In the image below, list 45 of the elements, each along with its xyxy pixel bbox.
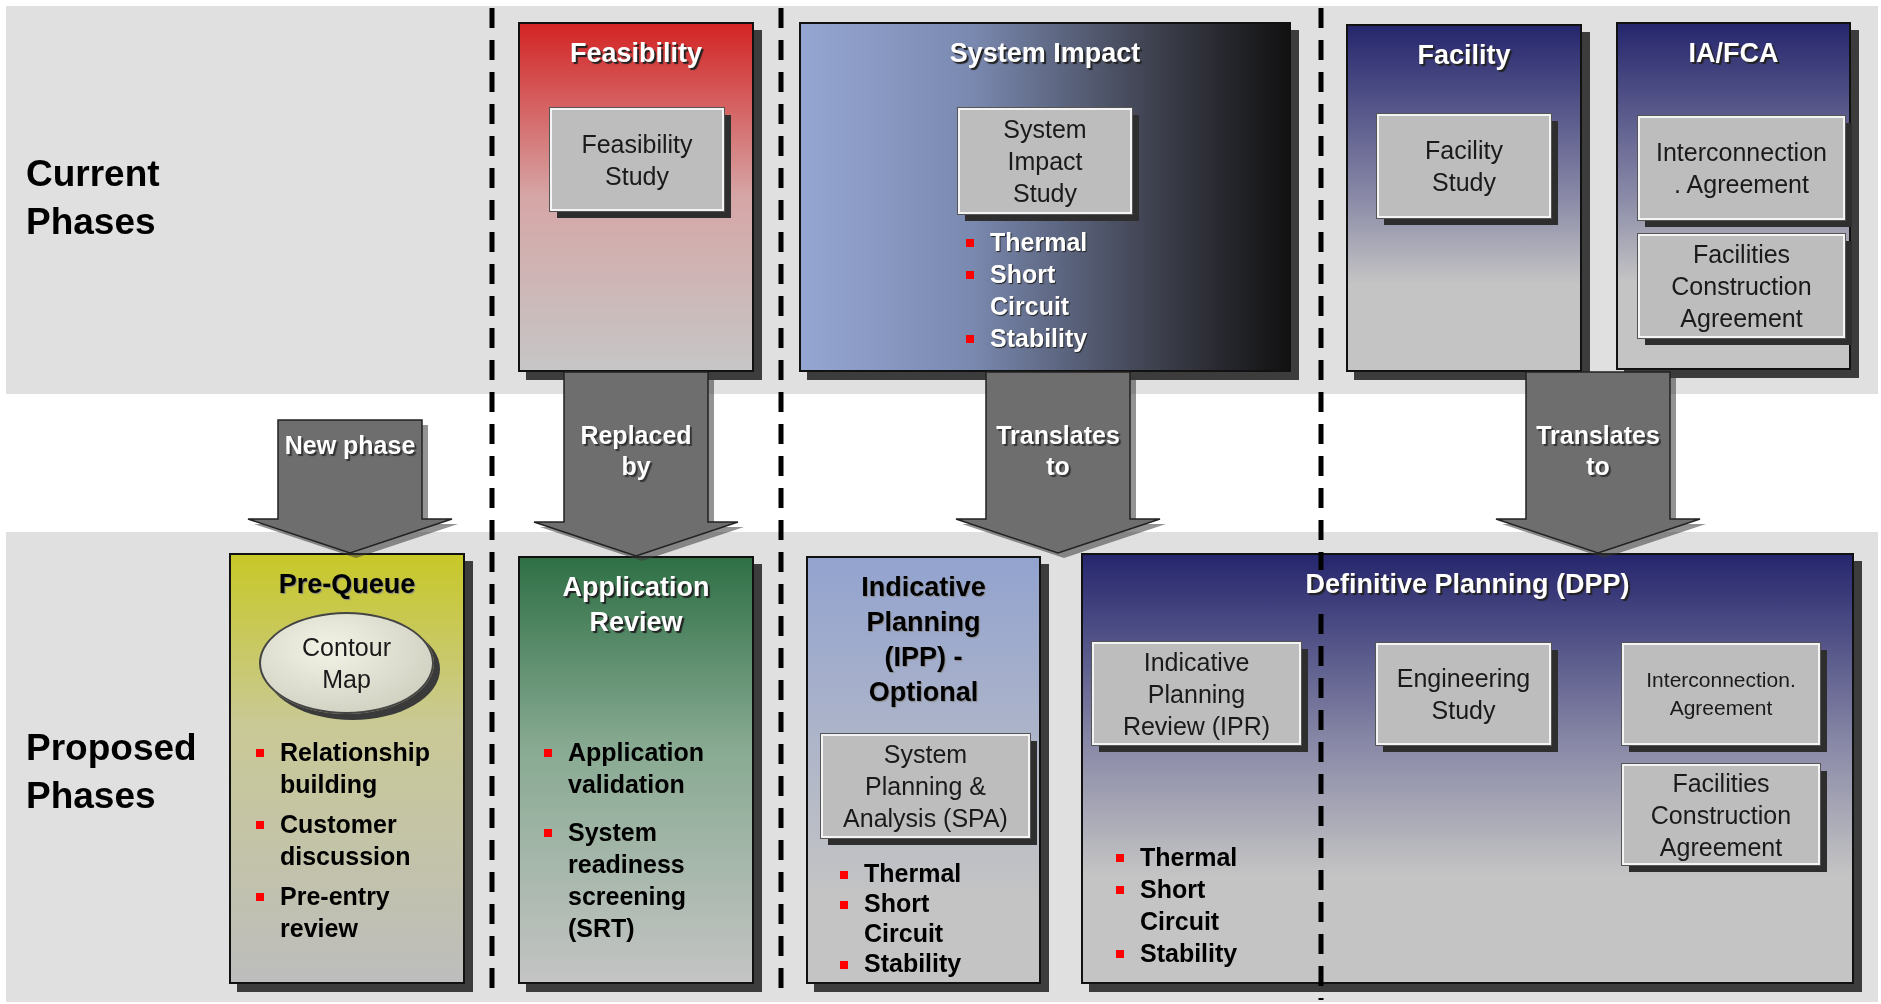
- box-text: Engineering Study: [1395, 663, 1532, 726]
- bullet-text: System readiness screening (SRT): [568, 817, 688, 944]
- box-text: Interconnection . Agreement: [1655, 137, 1828, 200]
- block-arrow: [955, 371, 1166, 558]
- box-text: Indicative Planning Review (IPR): [1121, 646, 1272, 742]
- panel-title: Feasibility: [568, 37, 703, 70]
- panel-title: Indicative Planning (IPP) - Optional: [860, 571, 987, 709]
- box-text: Interconnection. Agreement: [1645, 667, 1797, 721]
- bullet-text: Stability: [1140, 938, 1238, 969]
- phase-band: [6, 6, 1878, 394]
- block-arrow: [533, 371, 744, 561]
- box-text: Facility Study: [1424, 135, 1504, 198]
- phase-band: [6, 532, 1878, 1002]
- bullet-text: Relationship building: [280, 737, 431, 800]
- panel-title: IA/FCA: [1687, 37, 1780, 70]
- box-text: Feasibility Study: [580, 128, 694, 192]
- bullet-text: Thermal: [864, 858, 962, 888]
- box-text: System Planning & Analysis (SPA): [842, 739, 1009, 834]
- box-text: Contour Map: [301, 632, 392, 695]
- panel-title: Pre-Queue: [277, 568, 417, 601]
- edge-label: New phase: [283, 430, 417, 461]
- panel-title: Application Review: [561, 571, 711, 639]
- edge-label: Translates to: [995, 420, 1121, 482]
- bullet-text: Customer discussion: [280, 809, 412, 872]
- bullet-text: Short Circuit: [864, 888, 945, 948]
- box-text: Facilities Construction Agreement: [1649, 767, 1793, 863]
- panel-title: Facility: [1416, 39, 1512, 72]
- band-title: Current Phases: [26, 152, 161, 244]
- panel-title: Definitive Planning (DPP): [1304, 568, 1631, 601]
- band-title: Proposed Phases: [26, 726, 198, 818]
- block-arrow: [247, 419, 458, 558]
- bullet-text: Thermal: [990, 227, 1088, 258]
- bullet-text: Short Circuit: [990, 259, 1071, 322]
- bullet-text: Application validation: [568, 737, 706, 800]
- panel-title: System Impact: [948, 37, 1142, 70]
- bullet-text: Pre-entry review: [280, 881, 391, 944]
- box-text: Facilities Construction Agreement: [1670, 239, 1813, 334]
- edge-label: Replaced by: [579, 420, 693, 482]
- bullet-text: Thermal: [1140, 842, 1238, 873]
- bullet-text: Short Circuit: [1140, 874, 1221, 937]
- block-arrow: [1495, 371, 1706, 558]
- bullet-text: Stability: [990, 323, 1088, 354]
- box-text: System Impact Study: [1002, 114, 1088, 209]
- bullet-text: Stability: [864, 948, 962, 978]
- edge-label: Translates to: [1535, 420, 1661, 482]
